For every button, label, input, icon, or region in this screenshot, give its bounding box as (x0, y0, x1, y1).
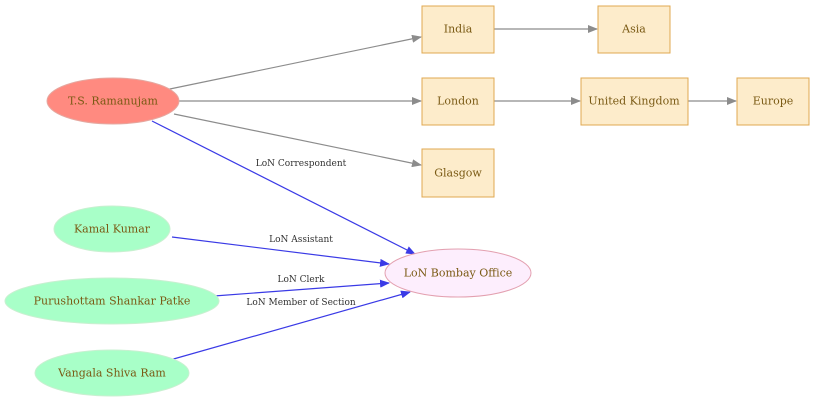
node-bombay-office[interactable]: LoN Bombay Office (384, 248, 532, 298)
node-uk-label: United Kingdom (588, 95, 680, 108)
edge-label-member: LoN Member of Section (246, 298, 356, 308)
edge-label-assistant: LoN Assistant (269, 235, 333, 245)
node-kamal-label: Kamal Kumar (74, 223, 151, 236)
node-india[interactable]: India (421, 5, 495, 54)
node-ramanujam[interactable]: T.S. Ramanujam (46, 77, 180, 125)
edge-kamal-bombay (171, 236, 390, 267)
node-bombay-office-label: LoN Bombay Office (404, 267, 513, 280)
node-uk[interactable]: United Kingdom (580, 77, 689, 126)
node-vangala-label: Vangala Shiva Ram (57, 367, 166, 380)
node-glasgow-label: Glasgow (434, 167, 482, 180)
edge-ramanujam-glasgow (173, 113, 422, 168)
node-london[interactable]: London (421, 77, 495, 126)
node-london-label: London (437, 95, 479, 108)
edge-patke-bombay (213, 279, 390, 297)
node-patke[interactable]: Purushottam Shankar Patke (4, 277, 220, 325)
node-kamal[interactable]: Kamal Kumar (53, 205, 171, 253)
node-patke-label: Purushottam Shankar Patke (34, 295, 191, 308)
node-ramanujam-label: T.S. Ramanujam (68, 95, 159, 108)
node-europe-label: Europe (753, 95, 794, 108)
edge-vangala-bombay (169, 290, 411, 361)
node-vangala[interactable]: Vangala Shiva Ram (34, 349, 190, 397)
edge-ramanujam-india (164, 34, 422, 91)
node-asia[interactable]: Asia (597, 5, 671, 54)
edge-label-clerk: LoN Clerk (278, 275, 326, 285)
edge-ramanujam-bombay (151, 120, 416, 255)
node-glasgow[interactable]: Glasgow (421, 148, 495, 198)
edge-label-correspondent: LoN Correspondent (256, 159, 347, 169)
node-europe[interactable]: Europe (736, 77, 810, 126)
node-india-label: India (444, 23, 473, 36)
node-asia-label: Asia (621, 23, 646, 36)
